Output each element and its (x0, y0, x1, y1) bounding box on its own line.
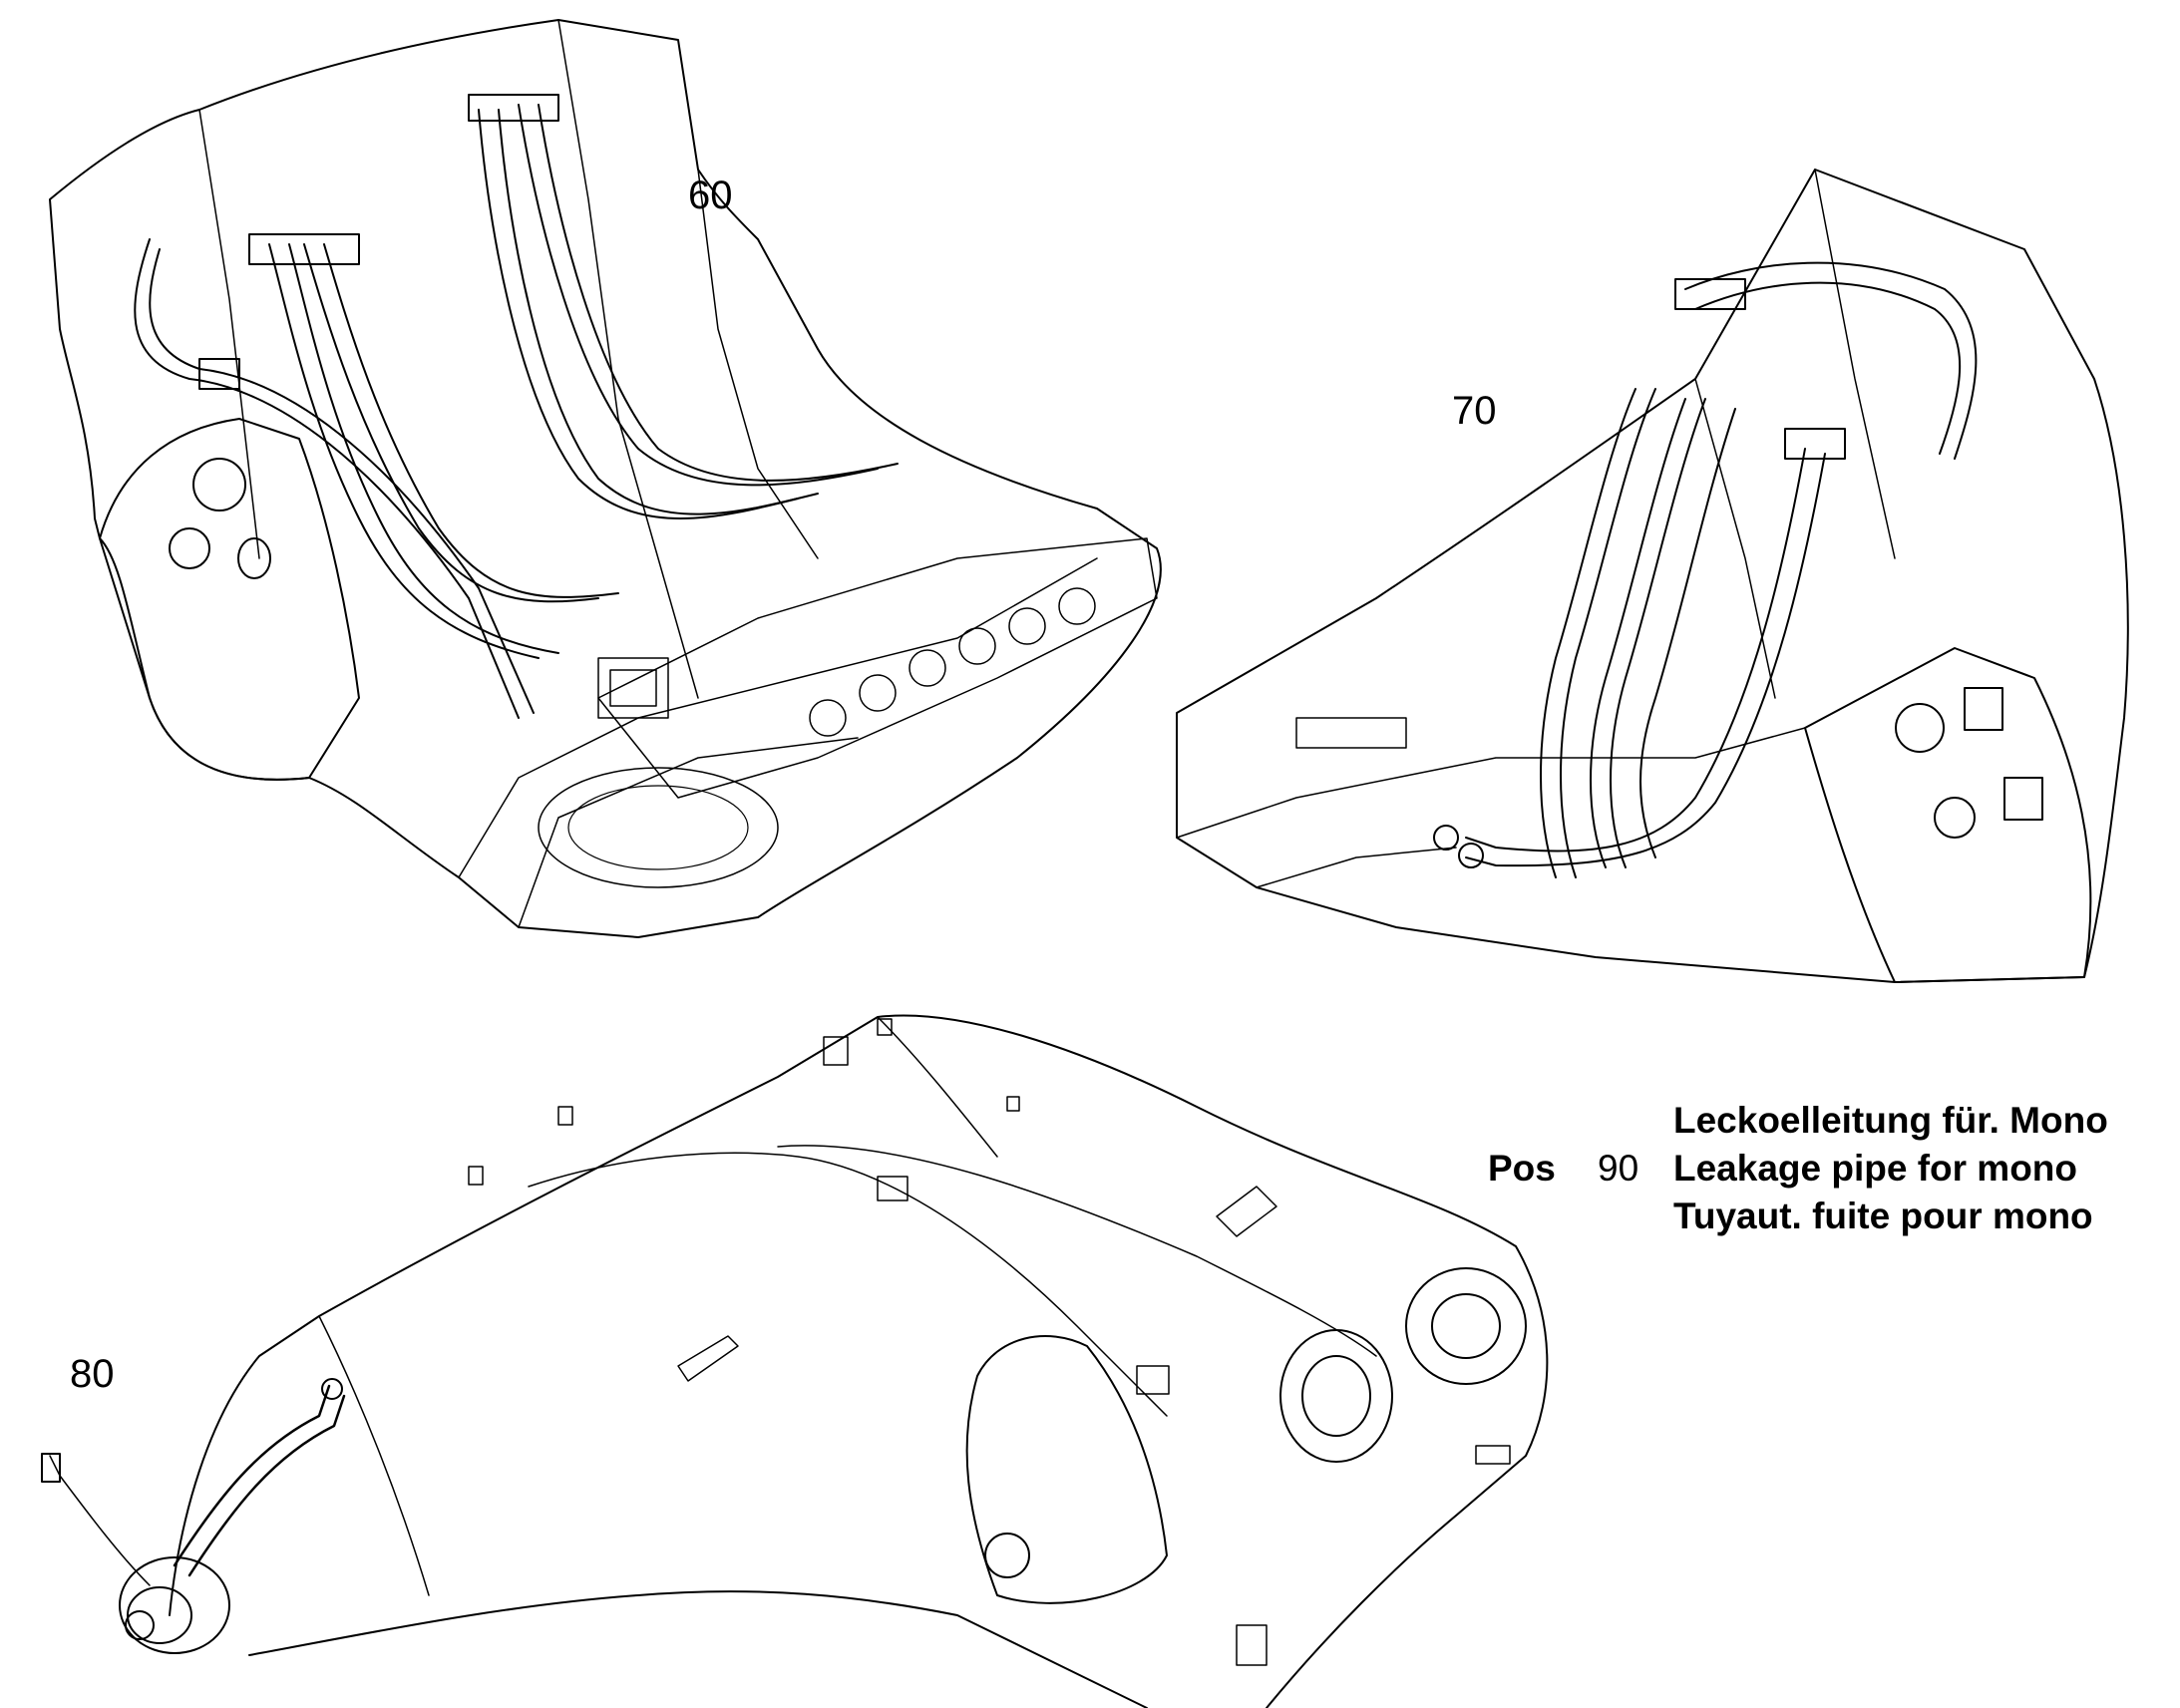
cylinder-port-80 (984, 1533, 1030, 1578)
end-cap-hub-80 (125, 1610, 155, 1640)
frame-detail-70c (1694, 378, 1776, 699)
plate-hole-70b (1934, 797, 1976, 839)
fitting-70b (1458, 843, 1484, 868)
boom-panel-line-80a (318, 1315, 430, 1596)
engine-block-60 (597, 537, 1158, 799)
fitting-70a (1433, 825, 1459, 851)
end-cap-80 (119, 1556, 230, 1654)
end-cap-80-inner (127, 1586, 192, 1644)
boom-lower-edge-80 (248, 1590, 1148, 1708)
hose-bundle-70 (1465, 261, 1978, 878)
clamp-70c (1295, 717, 1407, 749)
boom-panel-line-80d (877, 1016, 998, 1158)
bracket-70b (2003, 777, 2043, 821)
frame-detail-60d (458, 557, 1098, 878)
sensor-plug-80 (41, 1453, 61, 1483)
frame-outline-70 (1176, 169, 2129, 983)
frame-detail-60b (557, 19, 699, 699)
clamp-60c (198, 358, 240, 390)
plate-hole-60b (169, 527, 210, 569)
bracket-70a (1964, 687, 2003, 731)
frame-detail-70b (1256, 847, 1457, 888)
callout-item-70: 70 (1452, 389, 1497, 433)
legend-description-en: Leakage pipe for mono (1673, 1148, 2078, 1189)
assembly-view-80 (41, 1014, 1549, 1708)
clamp-70b (1784, 428, 1846, 460)
boom-panel-line-80b (777, 1145, 1377, 1357)
legend-description-de: Leckoelleitung für. Mono (1673, 1100, 2108, 1141)
side-plate-60 (99, 418, 360, 781)
callout-item-60: 60 (688, 173, 733, 217)
plate-hole-70a (1895, 703, 1945, 753)
side-plate-70 (1804, 647, 2092, 983)
legend-description-fr: Tuyaut. fuite pour mono (1673, 1196, 2093, 1236)
callout-item-80: 80 (70, 1352, 115, 1396)
pivot-boss-80a-inner (1431, 1293, 1501, 1359)
slew-ring-60 (538, 767, 779, 888)
frame-outline-60 (49, 19, 1162, 938)
clamp-60b (468, 94, 559, 122)
legend-pos-number: 90 (1598, 1148, 1639, 1189)
sensor-cable-80 (49, 1455, 151, 1586)
boom-panel-line-80c (528, 1152, 1168, 1417)
boom-outline-80 (169, 1014, 1549, 1708)
pivot-boss-80a (1405, 1267, 1527, 1385)
assembly-view-70 (1176, 169, 2129, 983)
leakage-pipe-80 (173, 1384, 346, 1577)
pipe-fitting-80 (321, 1378, 343, 1400)
frame-detail-70a (1176, 727, 1806, 839)
slew-ring-60-inner (567, 785, 749, 870)
frame-detail-60a (198, 109, 260, 559)
hose-bundle-60 (134, 104, 899, 719)
legend-pos-label: Pos (1488, 1148, 1556, 1189)
frame-detail-60c (697, 169, 819, 559)
clamp-70a (1674, 278, 1746, 310)
boom-studs-80 (468, 1018, 1511, 1666)
plate-hole-60c (237, 537, 271, 579)
assembly-view-60 (49, 19, 1162, 938)
cylinder-mount-80 (965, 1335, 1168, 1604)
pivot-boss-80b (1279, 1329, 1393, 1463)
pivot-boss-80b-inner (1301, 1355, 1371, 1437)
frame-detail-70d (1814, 169, 1896, 559)
plate-hole-60a (192, 458, 246, 512)
clamp-60a (248, 233, 360, 265)
